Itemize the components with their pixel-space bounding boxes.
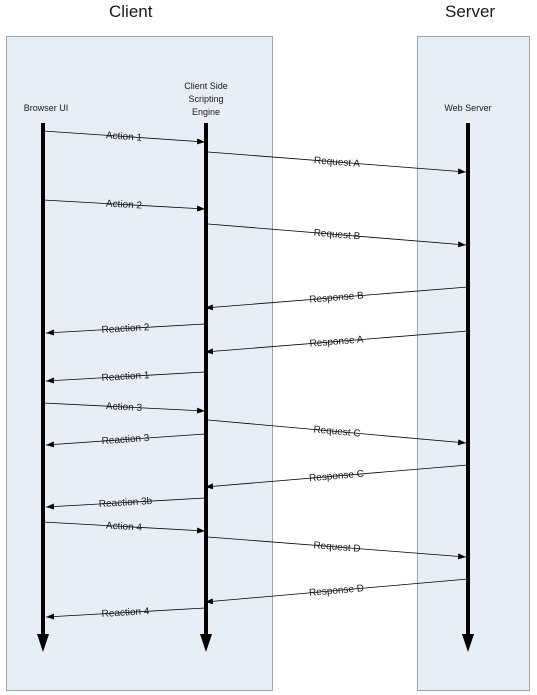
message-arrow [204,464,469,490]
message-label: Reaction 1 [101,370,150,384]
server-lifeline-end-arrow [462,634,474,652]
message-label: Request C [313,424,361,439]
message-arrow [42,521,206,534]
message-arrow [42,199,206,212]
message-label: Request B [313,228,361,243]
message-arrow [207,419,467,446]
message-arrow [45,433,206,448]
server-lifeline-label: Web Server [444,103,492,113]
message-label: Response D [309,583,365,599]
message-label: Reaction 3b [99,496,153,510]
message-arrow [45,371,206,384]
engine-label-line-2: Scripting [188,94,224,104]
message-arrow [204,578,469,605]
message-group: Action 1 Request A Action 2 Request B Respon… [42,130,469,620]
message-arrow [45,497,206,510]
message-arrow [45,607,206,620]
message-label: Reaction 3 [101,433,150,447]
client-lane-header: Client [109,2,153,21]
message-arrow [207,223,467,248]
engine-label-line-1: Client Side [184,81,228,91]
message-arrow [204,286,469,311]
message-label: Action 3 [106,401,143,414]
engine-lifeline-end-arrow [200,634,212,652]
message-arrow [207,151,467,175]
message-label: Response A [309,334,364,349]
browser-lifeline-end-arrow [37,634,49,652]
browser-lifeline-label: Browser UI [23,103,69,113]
message-label: Action 2 [106,199,143,212]
client-lane [6,36,273,691]
message-arrow [42,130,206,145]
message-arrow [204,330,469,355]
message-label: Reaction 2 [101,322,150,336]
message-label: Action 4 [106,521,143,534]
server-lane-header: Server [445,2,496,21]
message-label: Request A [314,155,361,170]
message-label: Response B [309,290,365,305]
message-label: Request D [313,540,361,555]
message-label: Response C [309,469,365,485]
message-arrow [42,402,206,414]
message-label: Reaction 4 [101,606,150,620]
message-label: Action 1 [106,130,143,143]
engine-lifeline-label: Client Side Scripting Engine [170,80,242,119]
message-arrow [45,323,206,336]
engine-label-line-3: Engine [191,107,221,117]
message-arrow [207,536,467,560]
